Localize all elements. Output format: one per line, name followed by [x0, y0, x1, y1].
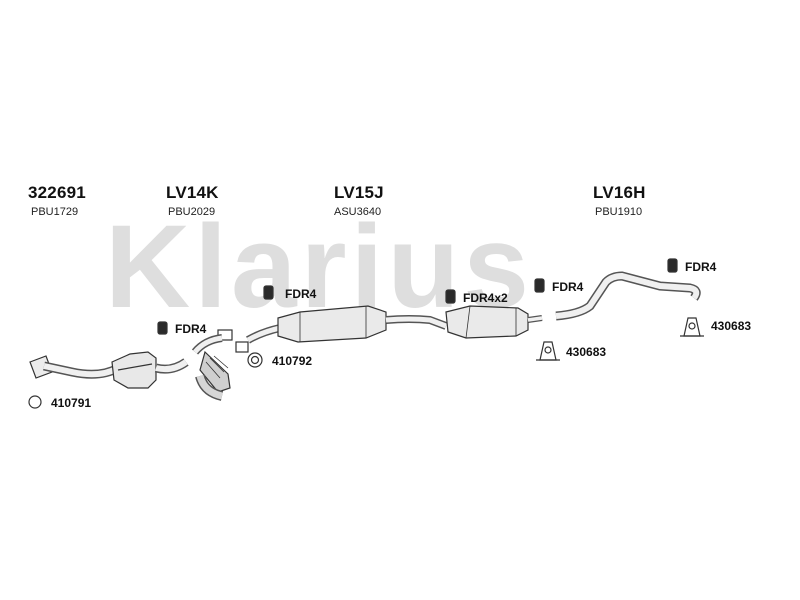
label-fdr4-c: FDR4: [552, 280, 584, 294]
section-ref-2: PBU2029: [168, 206, 216, 218]
section-code-1: 322691: [28, 183, 86, 202]
label-fdr4-a: FDR4: [175, 322, 207, 336]
section-ref-4: PBU1910: [595, 206, 643, 218]
clamp-430683-icon: [680, 317, 704, 337]
section-code-4: LV16H: [593, 183, 646, 202]
section-ref-3: ASU3640: [334, 206, 382, 218]
hanger-icon: [263, 285, 274, 300]
label-fdr4x2: FDR4x2: [463, 291, 508, 305]
label-410792: 410792: [272, 354, 313, 368]
ring-410791-icon: [28, 395, 42, 409]
clamp-430683-icon: [536, 341, 560, 361]
flex-pipe-lv14k: [191, 329, 233, 401]
watermark-logo: Klarius: [105, 201, 534, 333]
hanger-icon: [157, 321, 168, 335]
section-code-2: LV14K: [166, 183, 219, 202]
middle-silencer-lv15j: [235, 305, 448, 353]
label-430683-b: 430683: [711, 319, 752, 333]
tail-pipe-lv16h: [555, 271, 701, 321]
label-fdr4-d: FDR4: [685, 260, 717, 274]
hanger-icon: [445, 289, 456, 304]
section-ref-1: PBU1729: [31, 206, 79, 218]
ring-410792-icon: [247, 352, 263, 368]
label-410791: 410791: [51, 396, 92, 410]
hanger-icon: [534, 278, 545, 293]
hanger-icon: [667, 258, 678, 273]
label-fdr4-b: FDR4: [285, 287, 317, 301]
label-430683-a: 430683: [566, 345, 607, 359]
rear-silencer: [445, 305, 543, 339]
front-pipe-catalyst: [29, 351, 189, 389]
section-code-3: LV15J: [334, 183, 384, 202]
